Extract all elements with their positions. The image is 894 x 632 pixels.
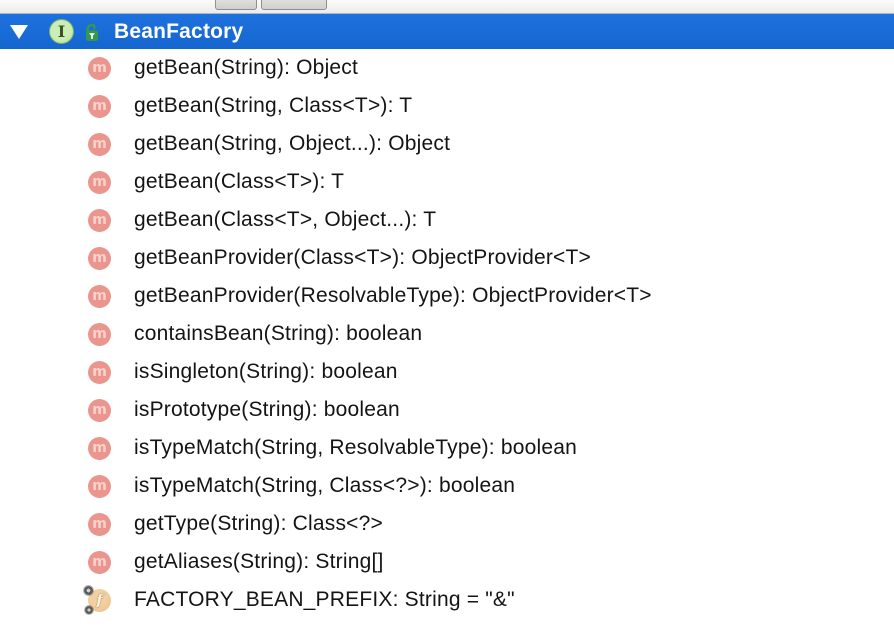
method-icon: m xyxy=(88,322,111,346)
member-signature: containsBean(String): boolean xyxy=(134,322,423,345)
member-row[interactable]: m isPrototype(String): boolean xyxy=(0,391,894,429)
member-row[interactable]: m getAliases(String): String[] xyxy=(0,543,894,581)
method-icon: m xyxy=(88,208,111,232)
method-icon: m xyxy=(88,360,111,384)
member-signature: getBean(Class<T>, Object...): T xyxy=(134,208,437,231)
member-row[interactable]: m getBeanProvider(Class<T>): ObjectProvi… xyxy=(0,239,894,277)
method-icon: m xyxy=(88,398,111,422)
member-signature: isSingleton(String): boolean xyxy=(134,360,398,383)
node-title: BeanFactory xyxy=(114,19,244,43)
method-icon: m xyxy=(88,436,111,460)
member-signature: getBean(String): Object xyxy=(134,56,359,79)
member-signature: FACTORY_BEAN_PREFIX: String = "&" xyxy=(134,588,515,611)
collapse-triangle-icon[interactable] xyxy=(10,24,28,39)
method-icon: m xyxy=(88,170,111,194)
toolbar-button-1[interactable] xyxy=(215,0,257,10)
member-row[interactable]: m getBeanProvider(ResolvableType): Objec… xyxy=(0,277,894,315)
field-icon: f xyxy=(84,585,111,614)
member-signature: getBeanProvider(Class<T>): ObjectProvide… xyxy=(134,246,591,269)
method-icon: m xyxy=(88,284,111,308)
gear-icon xyxy=(84,585,93,595)
member-row[interactable]: m isTypeMatch(String, ResolvableType): b… xyxy=(0,429,894,467)
member-signature: isTypeMatch(String, Class<?>): boolean xyxy=(134,474,516,497)
member-signature: getBeanProvider(ResolvableType): ObjectP… xyxy=(134,284,652,307)
method-icon: m xyxy=(88,474,111,498)
member-row[interactable]: m getType(String): Class<?> xyxy=(0,505,894,543)
method-icon: m xyxy=(88,550,111,574)
member-list: m getBean(String): Object m getBean(Stri… xyxy=(0,49,894,619)
member-signature: getType(String): Class<?> xyxy=(134,512,383,535)
member-signature: getAliases(String): String[] xyxy=(134,550,384,573)
member-signature: getBean(String, Object...): Object xyxy=(134,132,451,155)
member-signature: getBean(String, Class<T>): T xyxy=(134,94,413,117)
member-row[interactable]: m getBean(Class<T>, Object...): T xyxy=(0,201,894,239)
interface-icon: I xyxy=(49,19,74,44)
member-row[interactable]: m getBean(String): Object xyxy=(0,49,894,87)
method-icon: m xyxy=(88,56,111,80)
member-row[interactable]: m isSingleton(String): boolean xyxy=(0,353,894,391)
member-row[interactable]: m getBean(String, Object...): Object xyxy=(0,125,894,163)
method-icon: m xyxy=(88,94,111,118)
member-signature: isPrototype(String): boolean xyxy=(134,398,400,421)
tree-node-beanfactory[interactable]: I BeanFactory xyxy=(0,14,894,49)
public-lock-icon xyxy=(83,21,101,43)
member-row[interactable]: m containsBean(String): boolean xyxy=(0,315,894,353)
member-row[interactable]: f FACTORY_BEAN_PREFIX: String = "&" xyxy=(0,581,894,619)
member-signature: getBean(Class<T>): T xyxy=(134,170,345,193)
member-row[interactable]: m getBean(String, Class<T>): T xyxy=(0,87,894,125)
member-signature: isTypeMatch(String, ResolvableType): boo… xyxy=(134,436,578,459)
member-row[interactable]: m getBean(Class<T>): T xyxy=(0,163,894,201)
toolbar-button-2[interactable] xyxy=(261,0,327,10)
window-toolbar xyxy=(0,0,894,14)
method-icon: m xyxy=(88,512,111,536)
method-icon: m xyxy=(88,132,111,156)
member-row[interactable]: m isTypeMatch(String, Class<?>): boolean xyxy=(0,467,894,505)
gear-icon xyxy=(85,605,93,614)
method-icon: m xyxy=(88,246,111,270)
